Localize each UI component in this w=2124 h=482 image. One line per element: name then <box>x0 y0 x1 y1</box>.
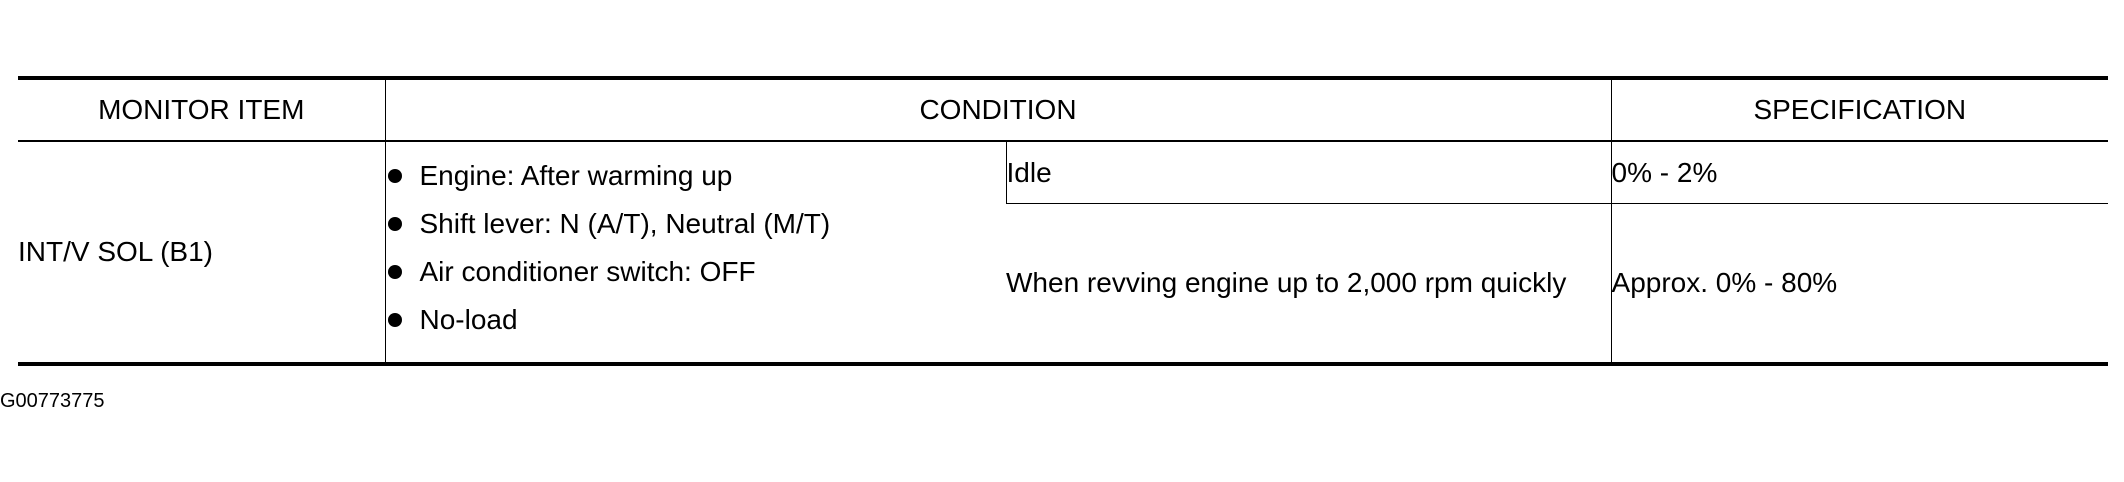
condition-text: No-load <box>419 303 518 335</box>
common-conditions-cell: Engine: After warming up Shift lever: N … <box>384 141 1006 364</box>
header-monitor-item: MONITOR ITEM <box>98 94 305 125</box>
list-item: Shift lever: N (A/T), Neutral (M/T) <box>386 207 1006 239</box>
bullet-icon <box>387 312 402 327</box>
conditions-list: Engine: After warming up Shift lever: N … <box>386 159 1006 335</box>
spec-revving-cell: Approx. 0% - 80% <box>1610 203 2109 364</box>
condition-revving-cell: When revving engine up to 2,000 rpm quic… <box>1006 267 1567 298</box>
bullet-icon <box>387 264 402 279</box>
header-specification: SPECIFICATION <box>1610 78 2109 141</box>
condition-text: Engine: After warming up <box>419 159 733 191</box>
header-condition: CONDITION <box>384 78 1612 141</box>
list-item: No-load <box>386 303 1006 335</box>
condition-idle-cell: Idle <box>1005 141 1612 204</box>
condition-text: Shift lever: N (A/T), Neutral (M/T) <box>419 207 831 239</box>
list-item: Air conditioner switch: OFF <box>386 255 1006 287</box>
list-item: Engine: After warming up <box>386 159 1006 191</box>
bullet-icon <box>387 168 402 183</box>
table-row: INT/V SOL (B1) Engine: After warming up … <box>18 141 2109 364</box>
table-row: When revving engine up to 2,000 rpm quic… <box>18 203 2109 364</box>
figure-code: G00773775 <box>0 390 105 412</box>
table-header-row: MONITOR ITEM CONDITION SPECIFICATION <box>18 78 2109 141</box>
spec-idle-cell: 0% - 2% <box>1610 141 2109 204</box>
bullet-icon <box>387 216 402 231</box>
monitor-spec-table: MONITOR ITEM CONDITION SPECIFICATION INT… <box>18 76 2109 366</box>
monitor-item-cell: INT/V SOL (B1) <box>18 236 214 267</box>
condition-text: Air conditioner switch: OFF <box>419 255 756 287</box>
